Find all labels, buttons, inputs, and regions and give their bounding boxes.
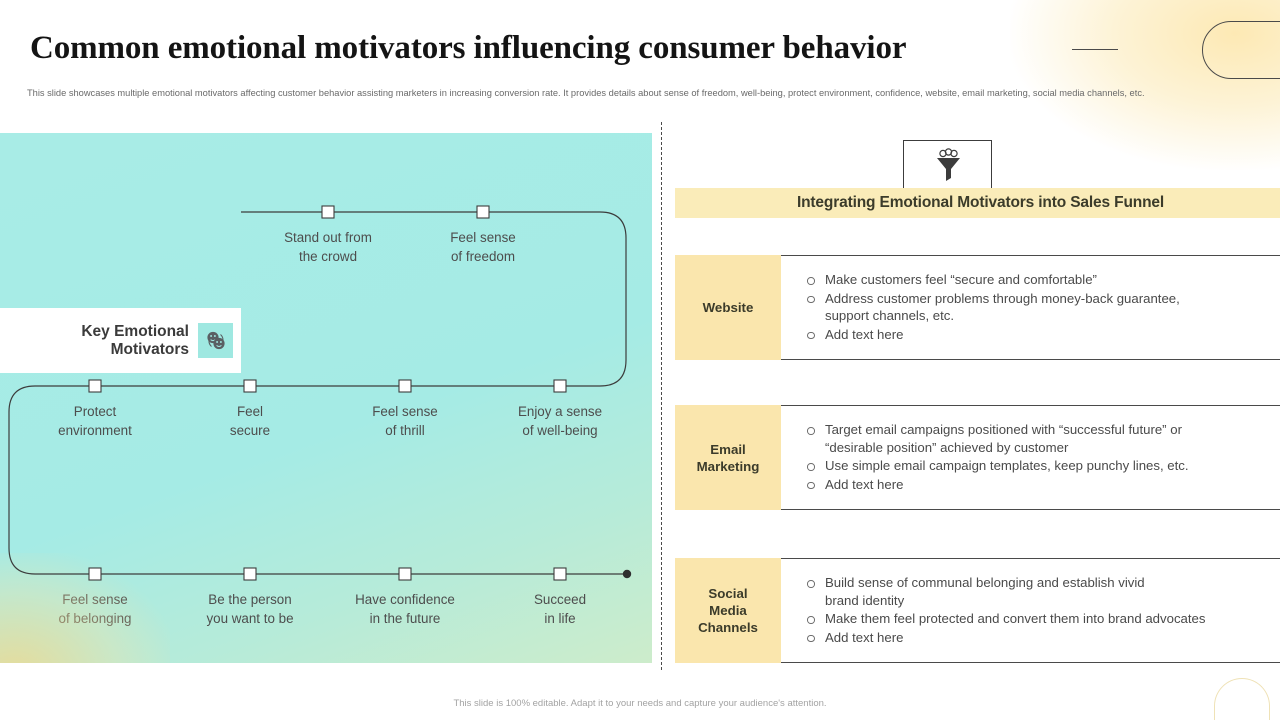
emotional-motivators-panel: Stand out from the crowd Feel sense of f… [0,133,652,663]
slide-footer-note: This slide is 100% editable. Adapt it to… [453,698,827,709]
node-label-protect-env: Protect environment [58,404,132,438]
funnel-row-email-marketing: Email Marketing Target email campaigns p… [675,405,1280,510]
motivators-path-diagram [8,211,632,579]
list-item: Build sense of communal belonging and es… [803,574,1205,609]
list-item: Add text here [803,326,1180,344]
node-label-freedom: Feel sense of freedom [450,230,516,264]
panel-divider [661,122,662,670]
path-end-dot [622,569,632,579]
node-label-well-being: Enjoy a sense of well-being [517,404,603,438]
funnel-row-body-social-media: Build sense of communal belonging and es… [781,558,1280,663]
list-item: Target email campaigns positioned with “… [803,421,1189,456]
node-label-confidence: Have confidence in the future [355,592,455,626]
bullet-list-social-media: Build sense of communal belonging and es… [803,574,1205,647]
funnel-row-category-website: Website [675,255,781,360]
funnel-row-category-social-media: Social Media Channels [675,558,781,663]
node-label-succeed: Succeed in life [533,592,587,626]
list-item: Use simple email campaign templates, kee… [803,457,1189,475]
list-item: Add text here [803,476,1189,494]
top-right-capsule-shape [1202,21,1280,79]
emotions-faces-icon [198,323,233,358]
bullet-list-email-marketing: Target email campaigns positioned with “… [803,421,1189,494]
list-item: Make customers feel “secure and comforta… [803,271,1180,289]
list-item: Make them feel protected and convert the… [803,610,1205,628]
funnel-row-category-email-marketing: Email Marketing [675,405,781,510]
sales-funnel-icon [936,148,960,181]
title-connector-line [1072,49,1118,50]
funnel-row-body-email-marketing: Target email campaigns positioned with “… [781,405,1280,510]
right-panel-header-label: Integrating Emotional Motivators into Sa… [796,194,1165,211]
node-label-be-the-person: Be the person you want to be [206,592,294,626]
key-emotional-motivators-box: Key Emotional Motivators [0,308,241,373]
page-subtitle: This slide showcases multiple emotional … [27,88,1145,98]
right-panel-header: Integrating Emotional Motivators into Sa… [675,188,1280,218]
motivator-node-markers [88,205,567,581]
sales-funnel-icon-box [903,140,992,192]
funnel-row-social-media: Social Media Channels Build sense of com… [675,558,1280,663]
bullet-list-website: Make customers feel “secure and comforta… [803,271,1180,344]
list-item: Add text here [803,629,1205,647]
funnel-row-website: Website Make customers feel “secure and … [675,255,1280,360]
page-title: Common emotional motivators influencing … [30,30,907,66]
key-emotional-motivators-label: Key Emotional Motivators [81,323,189,358]
list-item: Address customer problems through money-… [803,290,1180,325]
node-label-feel-secure: Feel secure [229,404,271,438]
node-label-stand-out: Stand out from the crowd [284,230,372,264]
funnel-row-body-website: Make customers feel “secure and comforta… [781,255,1280,360]
node-label-thrill: Feel sense of thrill [372,404,438,438]
